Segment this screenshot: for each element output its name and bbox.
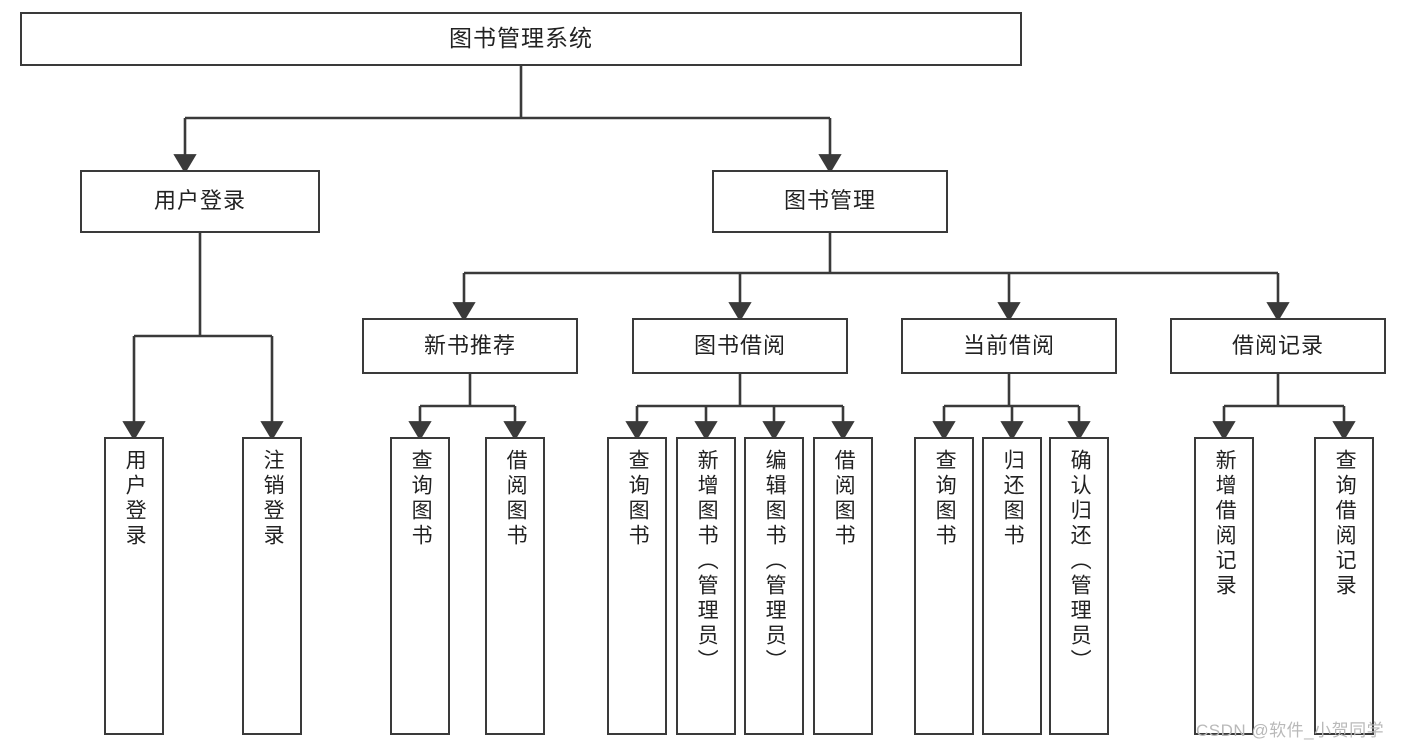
leaf-user-login[interactable]: 用户登录 <box>104 437 164 735</box>
node-label: 查询图书 <box>409 449 433 549</box>
leaf-current-return-book[interactable]: 归还图书 <box>982 437 1042 735</box>
node-root-book-management-system[interactable]: 图书管理系统 <box>20 12 1022 66</box>
node-label: 确认归还（管理员） <box>1068 449 1092 674</box>
node-label: 当前借阅 <box>962 332 1055 358</box>
watermark: CSDN @软件_小贺同学 <box>1196 721 1385 740</box>
node-label: 借阅图书 <box>504 449 528 549</box>
node-label: 注销登录 <box>261 449 285 549</box>
node-label: 查询图书 <box>933 449 957 549</box>
node-book-borrowing[interactable]: 图书借阅 <box>632 318 848 374</box>
node-label: 用户登录 <box>123 449 147 549</box>
leaf-logout[interactable]: 注销登录 <box>242 437 302 735</box>
node-book-management[interactable]: 图书管理 <box>712 170 948 233</box>
leaf-borrow-borrow-book[interactable]: 借阅图书 <box>813 437 873 735</box>
node-label: 图书借阅 <box>693 332 786 358</box>
node-label: 新增借阅记录 <box>1213 449 1237 599</box>
leaf-borrow-edit-book-admin[interactable]: 编辑图书（管理员） <box>744 437 804 735</box>
node-label: 用户登录 <box>153 188 246 214</box>
node-user-login[interactable]: 用户登录 <box>80 170 320 233</box>
leaf-current-confirm-return-admin[interactable]: 确认归还（管理员） <box>1049 437 1109 735</box>
node-new-book-recommendation[interactable]: 新书推荐 <box>362 318 578 374</box>
leaf-records-query-record[interactable]: 查询借阅记录 <box>1314 437 1374 735</box>
node-borrow-records[interactable]: 借阅记录 <box>1170 318 1386 374</box>
leaf-borrow-add-book-admin[interactable]: 新增图书（管理员） <box>676 437 736 735</box>
node-label: 编辑图书（管理员） <box>763 449 787 674</box>
leaf-borrow-query-book[interactable]: 查询图书 <box>607 437 667 735</box>
leaf-new-books-borrow-book[interactable]: 借阅图书 <box>485 437 545 735</box>
node-label: 借阅图书 <box>832 449 856 549</box>
node-label: 新增图书（管理员） <box>695 449 719 674</box>
node-label: 图书管理系统 <box>449 25 593 52</box>
leaf-new-books-query-book[interactable]: 查询图书 <box>390 437 450 735</box>
node-label: 查询图书 <box>626 449 650 549</box>
leaf-records-add-record[interactable]: 新增借阅记录 <box>1194 437 1254 735</box>
node-label: 借阅记录 <box>1231 332 1324 358</box>
leaf-current-query-book[interactable]: 查询图书 <box>914 437 974 735</box>
node-label: 图书管理 <box>783 188 876 214</box>
node-label: 归还图书 <box>1001 449 1025 549</box>
node-current-borrowing[interactable]: 当前借阅 <box>901 318 1117 374</box>
node-label: 查询借阅记录 <box>1333 449 1357 599</box>
node-label: 新书推荐 <box>423 332 516 358</box>
